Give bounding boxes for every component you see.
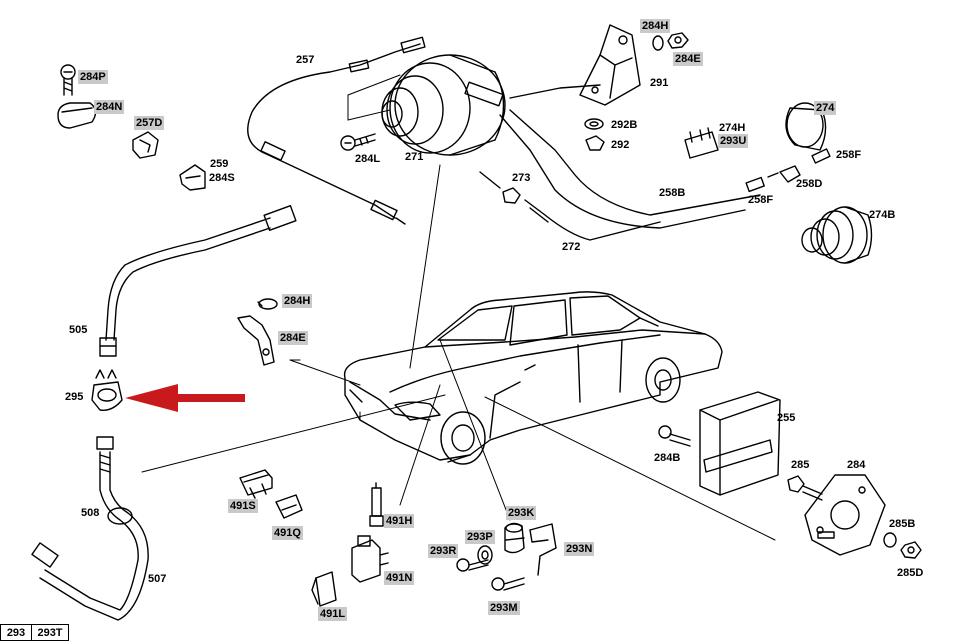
label-293R: 293R: [428, 544, 459, 558]
sensor-295: [91, 369, 123, 411]
valve-491N: [351, 535, 389, 583]
valve-293K: [504, 522, 525, 554]
label-273: 273: [512, 172, 531, 184]
bracket-293N: [529, 523, 557, 576]
cable-505: [99, 204, 297, 357]
screw-284B: [658, 425, 691, 447]
clip-259: [179, 164, 206, 191]
label-257D: 257D: [134, 116, 165, 130]
label-285: 285: [791, 459, 810, 471]
label-491N: 491N: [384, 571, 415, 585]
cable-508-507: [31, 436, 149, 621]
label-284N: 284N: [94, 100, 125, 114]
label-291: 291: [650, 77, 669, 89]
label-271: 271: [405, 151, 424, 163]
cap-274: [785, 102, 827, 151]
clip-274H: [684, 127, 719, 159]
clip-491Q: [275, 494, 303, 519]
bracket-284E-mid: [237, 298, 278, 366]
label-258F-top: 258F: [836, 149, 862, 161]
label-292B: 292B: [611, 119, 638, 131]
sensor-491H: [369, 482, 384, 527]
label-284H-top: 284H: [640, 19, 671, 33]
label-274H: 274H: [719, 122, 746, 134]
label-295: 295: [65, 391, 84, 403]
label-257: 257: [296, 54, 315, 66]
label-508: 508: [81, 507, 100, 519]
hoses-258: [745, 148, 831, 193]
valve-491S: [239, 469, 273, 499]
label-293U: 293U: [718, 134, 749, 148]
label-491Q: 491Q: [272, 526, 303, 540]
washer-nut-292: [584, 118, 605, 151]
label-284E-mid: 284E: [278, 331, 308, 345]
label-259: 259: [210, 158, 229, 170]
footer-box-293T: 293T: [31, 624, 69, 641]
bracket-491L: [311, 571, 337, 607]
booster-271: [381, 54, 761, 229]
label-293K: 293K: [506, 506, 537, 520]
label-284P: 284P: [78, 70, 108, 84]
label-274: 274: [814, 101, 837, 115]
label-293N: 293N: [564, 542, 595, 556]
label-285D: 285D: [897, 567, 924, 579]
label-284S: 284S: [209, 172, 235, 184]
label-258D: 258D: [796, 178, 823, 190]
leader-lines: [141, 74, 776, 541]
label-284: 284: [847, 459, 866, 471]
arrow-icon: [125, 384, 245, 412]
label-274B: 274B: [869, 209, 896, 221]
label-284B: 284B: [654, 452, 681, 464]
label-272: 272: [562, 241, 581, 253]
label-284E-top: 284E: [673, 52, 703, 66]
control-unit-255: [699, 391, 781, 496]
label-285B: 285B: [889, 518, 916, 530]
footer-box-293: 293: [0, 624, 32, 641]
boot-274B: [801, 206, 873, 264]
label-505: 505: [69, 324, 88, 336]
washer-nut-285B-285D: [883, 532, 922, 559]
label-491S: 491S: [228, 499, 258, 513]
label-507: 507: [148, 573, 167, 585]
plate-284: [804, 474, 886, 556]
nuts-284H-284E-top: [652, 32, 689, 51]
label-258B: 258B: [659, 187, 686, 199]
fitting-273: [479, 171, 661, 241]
bracket-291: [579, 24, 641, 106]
label-284L: 284L: [355, 153, 381, 165]
clip-257D: [132, 131, 159, 159]
screw-293R: [456, 558, 489, 572]
label-293P: 293P: [465, 530, 495, 544]
label-293M: 293M: [488, 601, 520, 615]
screw-293M: [491, 577, 525, 591]
car-body: [343, 291, 723, 465]
washer-293P: [477, 545, 493, 565]
label-292: 292: [611, 139, 630, 151]
cable-257: [247, 36, 426, 225]
screw-284L: [340, 133, 376, 151]
label-491L: 491L: [318, 607, 348, 621]
label-258F: 258F: [748, 194, 774, 206]
label-284H-mid: 284H: [282, 294, 313, 308]
label-255: 255: [777, 412, 796, 424]
screw-285: [787, 475, 823, 501]
label-491H: 491H: [384, 514, 415, 528]
